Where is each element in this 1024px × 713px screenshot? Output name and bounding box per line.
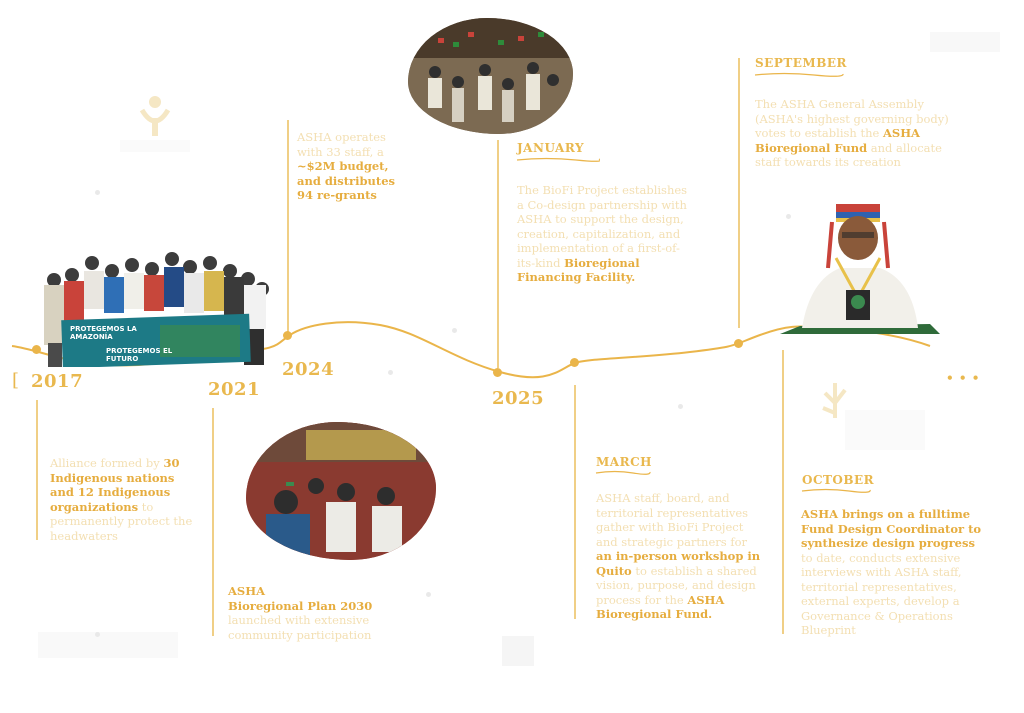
month-october: OCTOBER — [802, 473, 875, 487]
event-2021-bold1: ASHA — [228, 584, 266, 598]
event-mar-bold2: ASHA Bioregional Fund. — [596, 592, 725, 622]
vline-mar — [574, 385, 576, 619]
event-2017-pre: Alliance formed by — [50, 456, 160, 470]
event-sep-text: The ASHA General Assembly (ASHA's highes… — [755, 97, 965, 170]
speck — [388, 370, 393, 375]
vline-jan — [497, 140, 499, 368]
event-oct-bold: ASHA brings on a fulltime Fund Design Co… — [801, 507, 982, 550]
event-mar-text: ASHA staff, board, and territorial repre… — [596, 491, 761, 622]
event-jan-text: The BioFi Project establishes a Co-desig… — [517, 183, 697, 285]
event-jan-pre: The BioFi Project establishes a Co-desig… — [517, 183, 688, 270]
speck — [786, 214, 791, 219]
speck — [95, 632, 100, 637]
watermark-right-pattern — [845, 410, 925, 450]
timeline-dot-2017 — [32, 345, 41, 354]
watermark-top-right — [930, 32, 1000, 52]
watermark-bottom-mid — [502, 636, 534, 666]
month-underline — [801, 488, 871, 493]
event-2017-post: to permanently protect the headwaters — [50, 499, 193, 543]
banner-text-1: PROTEGEMOS LA AMAZONÍA — [70, 325, 137, 341]
bracket: [ — [12, 370, 20, 391]
month-march: MARCH — [596, 455, 652, 469]
more-dots: • • • — [946, 371, 980, 385]
month-underline — [595, 470, 651, 475]
event-jan-bold: Bioregional Financing Facility. — [517, 255, 640, 285]
community-photo — [246, 422, 436, 560]
event-2021-text: ASHA Bioregional Plan 2030 launched with… — [228, 584, 398, 642]
event-mar-bold1: an in-person workshop in Quito — [596, 549, 761, 578]
event-mar-mid: to establish a shared vision, purpose, a… — [596, 563, 757, 607]
watermark-bottom-left — [38, 632, 178, 658]
event-sep-pre: The ASHA General Assembly (ASHA's highes… — [755, 97, 949, 140]
event-mar-pre: ASHA staff, board, and territorial repre… — [596, 491, 749, 549]
watermark-right-icon — [815, 378, 855, 423]
event-oct-text: ASHA brings on a fulltime Fund Design Co… — [801, 507, 986, 638]
year-2025: 2025 — [492, 388, 545, 409]
event-2024-pre: ASHA operates with 33 staff, a — [297, 130, 386, 159]
watermark-bar-left — [120, 140, 190, 152]
year-2017: 2017 — [31, 371, 84, 392]
event-2017-text: Alliance formed by 30 Indigenous nations… — [50, 456, 200, 543]
month-underline — [516, 157, 600, 162]
event-oct-post: to date, conducts extensive interviews w… — [801, 550, 962, 638]
vline-2024 — [287, 120, 289, 332]
event-sep-post: and allocate staff towards its creation — [755, 140, 942, 170]
month-january: JANUARY — [517, 141, 585, 155]
vline-sep — [738, 58, 740, 328]
logo-watermark-left — [130, 92, 180, 142]
vline-2021 — [212, 408, 214, 636]
group-photo-banner: PROTEGEMOS LA AMAZONÍA PROTEGEMOS EL FUT… — [40, 245, 275, 367]
month-september: SEPTEMBER — [755, 56, 847, 70]
year-2021: 2021 — [208, 379, 261, 400]
speck — [678, 404, 683, 409]
event-2024-bold: ~$2M budget, and distributes 94 re-grant… — [297, 159, 395, 202]
assembly-photo — [408, 18, 573, 134]
speck — [426, 592, 431, 597]
timeline-dot-sep — [734, 339, 743, 348]
year-2024: 2024 — [282, 359, 335, 380]
speck — [95, 190, 100, 195]
speck — [452, 328, 457, 333]
event-2021-bold2: Bioregional Plan 2030 — [228, 598, 373, 613]
event-2021-post: launched with extensive community partic… — [228, 613, 372, 642]
month-underline — [754, 72, 844, 77]
event-2017-bold: 30 Indigenous nations and 12 Indigenous … — [50, 456, 180, 514]
vline-2017 — [36, 400, 38, 540]
leader-portrait — [780, 198, 940, 336]
banner-text-2: PROTEGEMOS EL FUTURO — [106, 347, 173, 363]
vline-oct — [782, 350, 784, 634]
event-2024-text: ASHA operates with 33 staff, a ~$2M budg… — [297, 130, 407, 203]
event-sep-bold: ASHA Bioregional Fund — [755, 126, 920, 155]
timeline-dot-2025 — [493, 368, 502, 377]
timeline-dot-mar — [570, 358, 579, 367]
timeline-dot-2024 — [283, 331, 292, 340]
